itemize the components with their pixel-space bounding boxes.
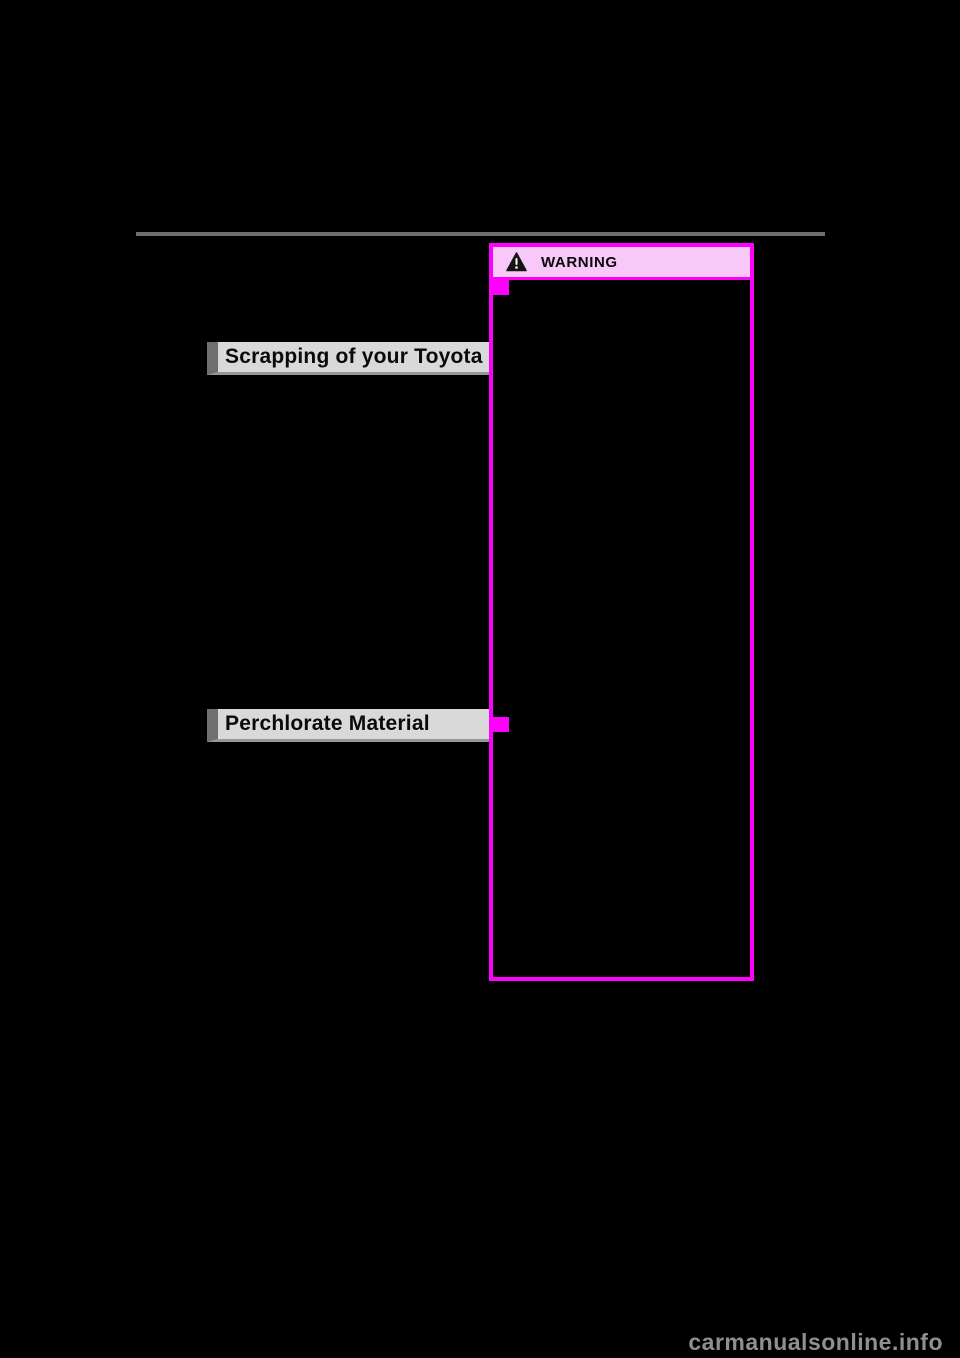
warning-title: WARNING: [541, 253, 618, 271]
watermark: carmanualsonline.info: [688, 1329, 943, 1355]
section-header-scrapping: Scrapping of your Toyota: [207, 342, 491, 375]
section-title: Scrapping of your Toyota: [225, 345, 483, 368]
warning-header: WARNING: [493, 247, 750, 280]
redacted-bullet-marker: [493, 717, 509, 732]
horizontal-rule: [136, 232, 825, 236]
warning-body: [493, 280, 750, 977]
redacted-bullet-marker: [493, 280, 509, 295]
section-title: Perchlorate Material: [225, 712, 430, 735]
section-header-perchlorate: Perchlorate Material: [207, 709, 491, 742]
warning-box: WARNING: [489, 243, 754, 981]
warning-triangle-icon: [506, 252, 527, 272]
